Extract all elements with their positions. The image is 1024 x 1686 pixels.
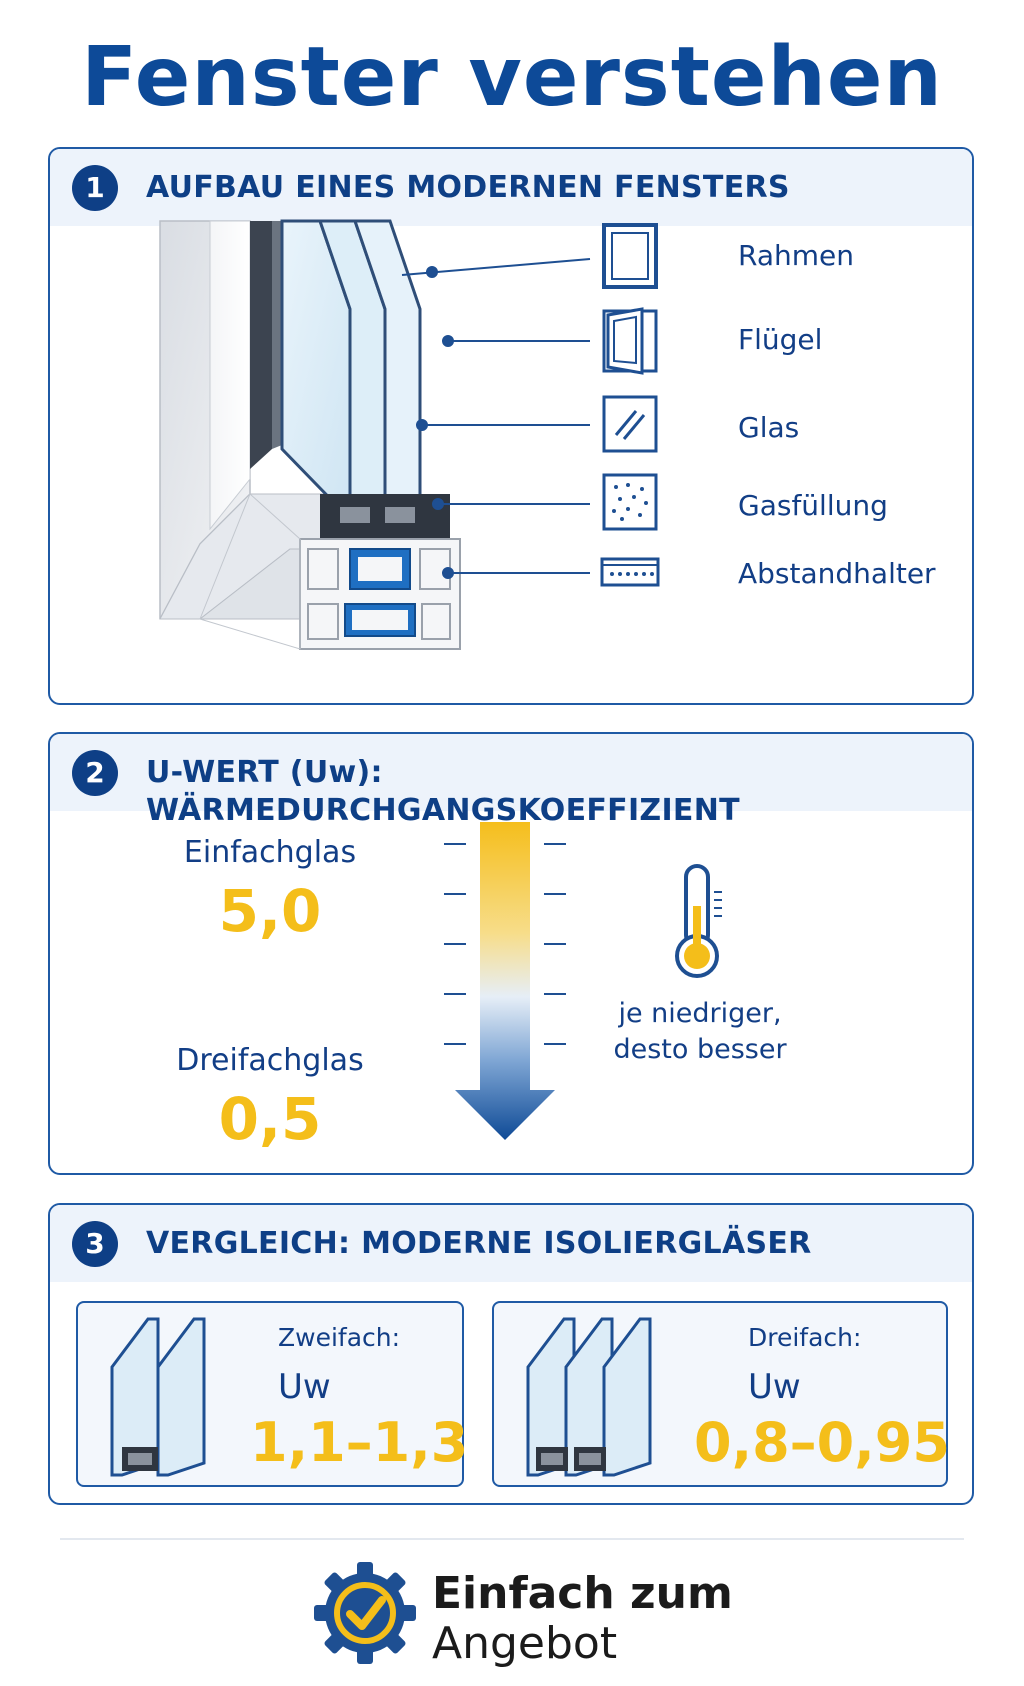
legend-item-glass: Glas	[598, 393, 958, 463]
thermometer-icon	[675, 864, 722, 978]
legend-item-sash: Flügel	[598, 305, 958, 375]
section-header: 1 AUFBAU EINES MODERNEN FENSTERS	[50, 149, 972, 226]
glass-icon	[602, 395, 658, 453]
double-glazing-card: Zweifach: Uw 1,1–1,3	[76, 1301, 468, 1487]
u-value-scale-arrow	[444, 822, 566, 1140]
triple-glazing-card: Dreifach: Uw 0,8–0,95	[492, 1301, 950, 1487]
section-window-structure: 1 AUFBAU EINES MODERNEN FENSTERS	[48, 147, 974, 705]
window-cross-section-illustration	[159, 219, 591, 650]
legend-item-gas-fill: Gasfüllung	[598, 471, 958, 541]
glazing-type-label: Dreifach:	[748, 1323, 862, 1352]
legend-item-spacer: Abstandhalter	[598, 547, 958, 617]
page-title: Fenster verstehen	[81, 30, 943, 125]
section-title: U-WERT (Uw): WÄRMEDURCHGANGSKOEFFIZIENT	[146, 755, 740, 828]
uw-range-value: 0,8–0,95	[694, 1411, 950, 1474]
footer-divider	[60, 1538, 964, 1540]
section-glass-comparison: 3 VERGLEICH: MODERNE ISOLIERGLÄSER Zweif…	[48, 1203, 974, 1505]
logo-text-line1: Einfach zum	[432, 1568, 733, 1619]
logo-text-line2: Angebot	[432, 1618, 618, 1669]
glazing-type-label: Zweifach:	[278, 1323, 401, 1352]
single-glass-value: 5,0	[218, 877, 322, 945]
triple-glass-label: Dreifachglas	[176, 1043, 364, 1078]
section-number-badge: 1	[72, 165, 118, 211]
section-title: VERGLEICH: MODERNE ISOLIERGLÄSER	[146, 1226, 812, 1261]
legend-item-frame: Rahmen	[598, 221, 958, 291]
section-header: 2 U-WERT (Uw): WÄRMEDURCHGANGSKOEFFIZIEN…	[50, 734, 972, 828]
triple-glass-value: 0,5	[218, 1085, 322, 1153]
triple-glazing-icon	[526, 1317, 652, 1477]
frame-icon	[602, 223, 658, 289]
uw-range-value: 1,1–1,3	[250, 1411, 469, 1474]
section-header: 3 VERGLEICH: MODERNE ISOLIERGLÄSER	[50, 1205, 972, 1282]
spacer-icon	[600, 557, 660, 587]
sash-icon	[602, 307, 658, 375]
section-title: AUFBAU EINES MODERNEN FENSTERS	[146, 170, 790, 205]
legend-label: Glas	[738, 411, 800, 444]
uw-label: Uw	[748, 1367, 801, 1407]
lower-is-better-note-line1: je niedriger,	[618, 998, 782, 1029]
legend-label: Gasfüllung	[738, 489, 888, 522]
legend-label: Rahmen	[738, 239, 854, 272]
section-u-value: 2 U-WERT (Uw): WÄRMEDURCHGANGSKOEFFIZIEN…	[48, 732, 974, 1175]
gear-check-logo-icon	[314, 1562, 416, 1664]
section-number-badge: 3	[72, 1221, 118, 1267]
double-glazing-icon	[110, 1317, 206, 1477]
legend-label: Flügel	[738, 323, 823, 356]
single-glass-label: Einfachglas	[183, 835, 357, 870]
section-number-badge: 2	[72, 750, 118, 796]
uw-label: Uw	[278, 1367, 331, 1407]
legend-label: Abstandhalter	[738, 557, 936, 590]
lower-is-better-note-line2: desto besser	[613, 1034, 787, 1065]
gas-fill-icon	[602, 473, 658, 531]
